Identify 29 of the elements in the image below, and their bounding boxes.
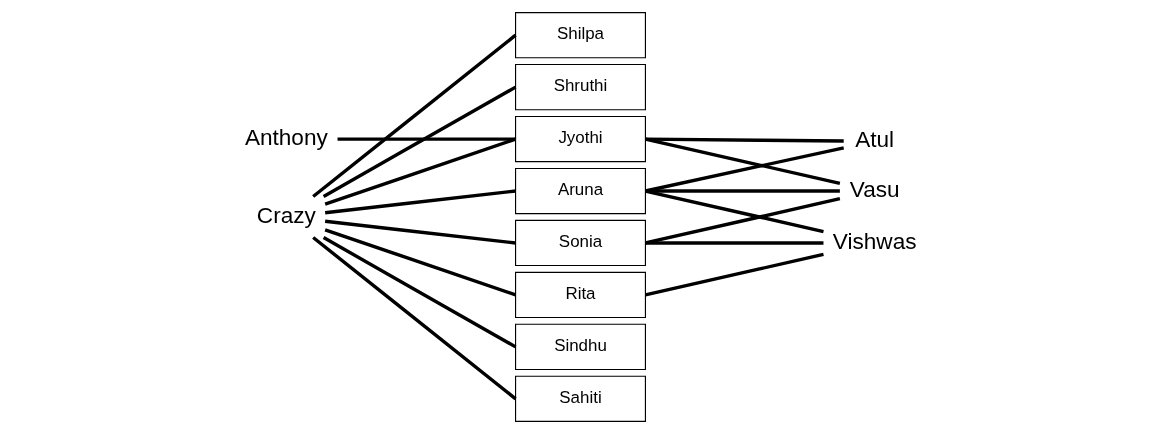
node-text: Anthony (244, 124, 328, 150)
connector (645, 197, 841, 245)
connector (324, 189, 516, 215)
connector (645, 137, 841, 185)
node-text: Vishwas (832, 228, 917, 254)
connector (645, 146, 845, 193)
node-box: Jyothi (515, 115, 646, 163)
node-text: Vasu (849, 176, 900, 202)
node-box: Aruna (515, 167, 646, 215)
connector (337, 137, 516, 141)
connector (322, 85, 517, 198)
connector (324, 219, 516, 245)
connector (324, 137, 517, 206)
connector (312, 236, 517, 401)
connector (312, 33, 517, 198)
connector (645, 241, 824, 245)
node-box: Rita (515, 271, 646, 319)
node-box: Sonia (515, 219, 646, 267)
node-box: Shruthi (515, 64, 646, 111)
node-text: Crazy (256, 202, 316, 228)
node-box: Shilpa (515, 12, 646, 59)
node-text: Atul (855, 126, 895, 152)
node-box: Sahiti (515, 375, 646, 422)
connector (645, 137, 844, 143)
connector (645, 252, 824, 297)
node-box: Sindhu (515, 323, 646, 370)
connector (322, 236, 517, 349)
connector (324, 228, 517, 297)
connector (645, 189, 840, 193)
